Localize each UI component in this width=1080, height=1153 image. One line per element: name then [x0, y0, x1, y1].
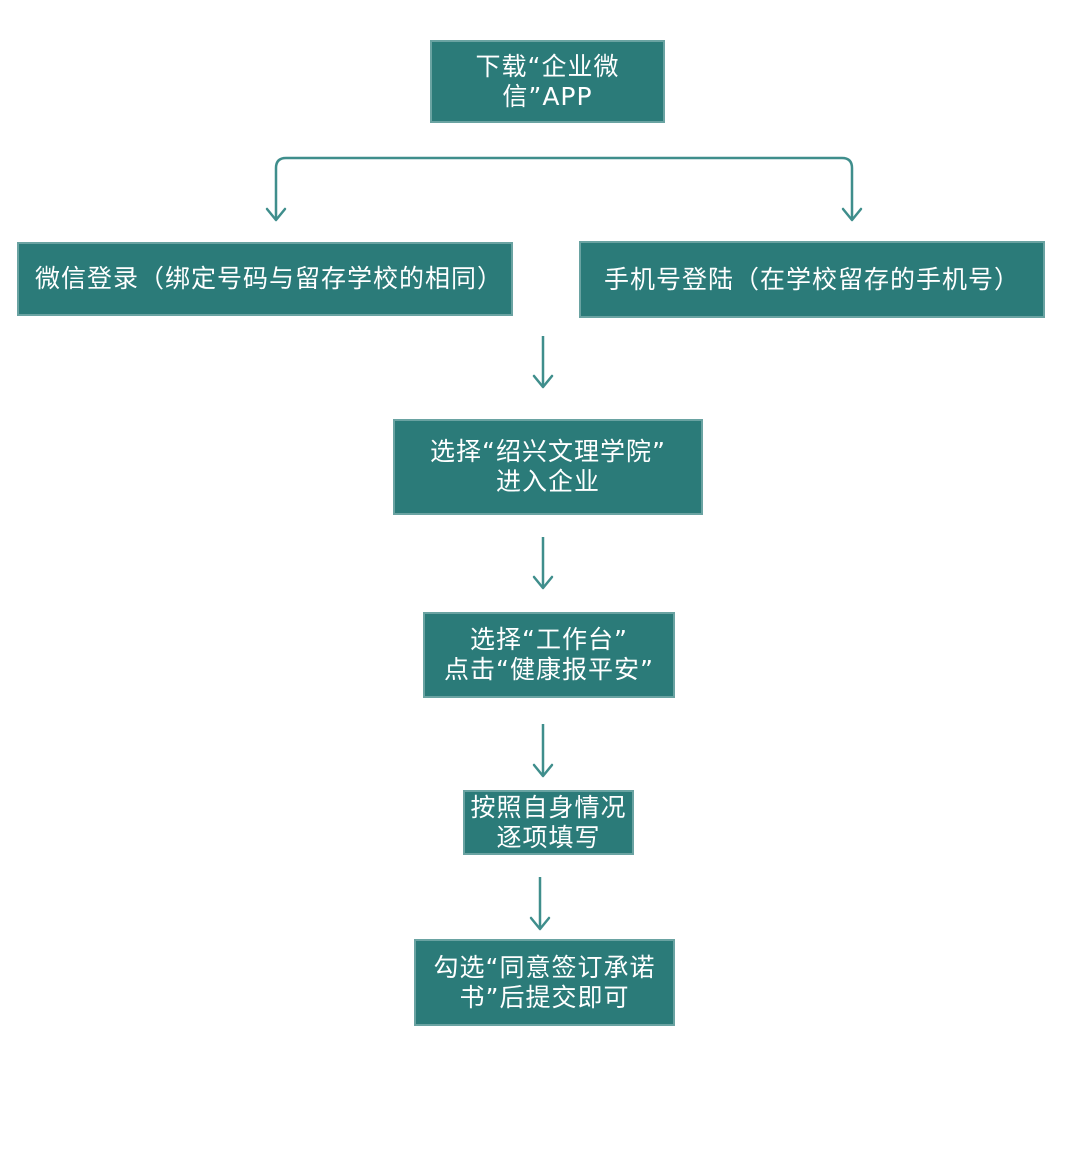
node-download-app-text: 下载“企业微 信”APP — [476, 52, 620, 112]
node-fill-in-text: 按照自身情况 逐项填写 — [470, 793, 626, 853]
node-download-app: 下载“企业微 信”APP — [430, 40, 665, 123]
node-line: 手机号登陆（在学校留存的手机号） — [603, 264, 1020, 294]
node-line: 进入企业 — [495, 467, 600, 496]
node-fill-in: 按照自身情况 逐项填写 — [463, 790, 634, 855]
node-select-workbench: 选择“工作台” 点击“健康报平安” — [423, 612, 675, 698]
node-submit-text: 勾选“同意签订承诺 书”后提交即可 — [434, 953, 656, 1013]
node-line: 逐项填写 — [496, 822, 601, 852]
branch-arrow-right — [841, 207, 863, 222]
node-line: 勾选“同意签订承诺 — [433, 952, 656, 982]
node-submit: 勾选“同意签订承诺 书”后提交即可 — [414, 939, 675, 1026]
node-line: 选择“绍兴文理学院” — [430, 437, 666, 466]
node-select-school: 选择“绍兴文理学院” 进入企业 — [393, 419, 703, 515]
node-select-school-text: 选择“绍兴文理学院” 进入企业 — [430, 437, 666, 497]
arrow-fill-to-submit — [529, 877, 551, 931]
node-line: 下载“企业微 — [475, 51, 620, 81]
branch-connector — [274, 156, 854, 220]
node-line: 按照自身情况 — [470, 792, 627, 822]
arrow-workbench-to-fill — [532, 724, 554, 778]
node-line: 微信登录（绑定号码与留存学校的相同） — [35, 264, 504, 293]
node-line: 书”后提交即可 — [459, 982, 630, 1012]
node-line: 选择“工作台” — [470, 625, 628, 654]
arrow-login-to-school — [532, 336, 554, 389]
arrow-school-to-workbench — [532, 537, 554, 590]
branch-arrow-left — [265, 207, 287, 222]
node-line: 点击“健康报平安” — [444, 655, 654, 684]
node-select-workbench-text: 选择“工作台” 点击“健康报平安” — [444, 625, 654, 685]
node-wechat-login: 微信登录（绑定号码与留存学校的相同） — [17, 242, 513, 316]
node-line: 信”APP — [502, 81, 593, 111]
node-phone-login: 手机号登陆（在学校留存的手机号） — [579, 241, 1045, 318]
